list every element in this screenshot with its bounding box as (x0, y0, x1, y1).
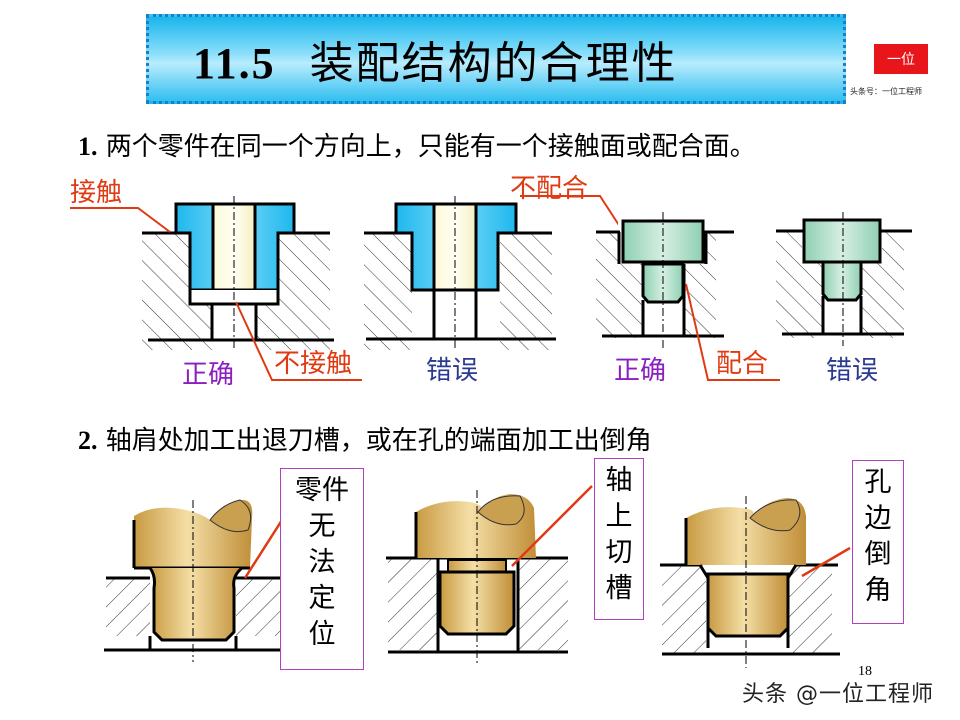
verdict-wrong-1: 错误 (426, 356, 479, 386)
callout-fit: 配合 (716, 349, 769, 379)
slide-title: 11.5 装配结构的合理性 (193, 27, 678, 91)
page-number: 18 (858, 664, 872, 679)
section2-text: 轴肩处加工出退刀槽，或在孔的端面加工出倒角 (105, 426, 652, 456)
figure-hole-chamfer (660, 496, 851, 668)
figure-pin-correct (596, 212, 780, 381)
title-text: 装配结构的合理性 (309, 38, 678, 89)
figure-shaft-no-locate (104, 499, 284, 662)
label-box-no-locate: 零件 无 法 定 位 (280, 468, 364, 670)
label-line: 边 (864, 503, 892, 534)
title-number: 11.5 (193, 39, 276, 88)
callout-no-fit: 不配合 (510, 174, 589, 204)
section1-heading: 1. 两个零件在同一个方向上，只能有一个接触面或配合面。 (78, 126, 756, 163)
label-line: 槽 (605, 573, 633, 604)
brand-logo: 一位 (874, 44, 928, 74)
title-banner: 11.5 装配结构的合理性 (146, 14, 846, 104)
label-line: 角 (864, 575, 892, 606)
section2-number: 2. (78, 426, 98, 455)
verdict-wrong-2: 错误 (826, 356, 879, 386)
label-line: 无 (308, 511, 336, 542)
callout-no-contact: 不接触 (274, 349, 353, 379)
label-line: 定 (308, 583, 336, 614)
brand-subtitle: 头条号：一位工程师 (850, 87, 922, 96)
verdict-correct-1: 正确 (182, 360, 235, 390)
label-line: 位 (308, 619, 336, 650)
label-line: 孔 (864, 467, 892, 498)
label-line: 法 (308, 547, 336, 578)
section2-heading: 2. 轴肩处加工出退刀槽，或在孔的端面加工出倒角 (78, 420, 652, 457)
label-line: 倒 (864, 539, 892, 570)
figure-bushing-correct (70, 196, 362, 381)
verdict-correct-2: 正确 (614, 356, 667, 386)
label-line: 切 (605, 537, 633, 568)
section1-number: 1. (78, 132, 98, 161)
label-box-chamfer: 孔 边 倒 角 (852, 460, 904, 624)
label-box-undercut: 轴 上 切 槽 (594, 458, 644, 620)
label-line: 上 (605, 501, 633, 532)
figure-pin-wrong (776, 212, 912, 346)
label-line: 零件 (295, 475, 349, 506)
label-line: 轴 (605, 465, 633, 496)
callout-contact: 接触 (70, 178, 123, 208)
footer-watermark: 头条 @一位工程师 (742, 682, 934, 707)
figure-bushing-wrong (364, 195, 627, 350)
section1-text: 两个零件在同一个方向上，只能有一个接触面或配合面。 (105, 132, 756, 162)
figure-shaft-undercut (386, 485, 593, 664)
